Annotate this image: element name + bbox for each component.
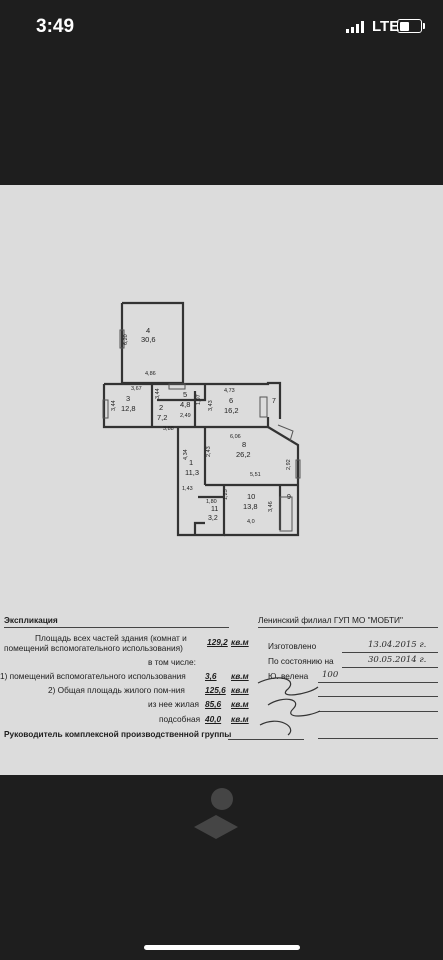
dim-label: 2,92 [286, 459, 292, 470]
utility-value: 40,0 [205, 714, 222, 724]
living-value: 85,6 [205, 699, 222, 709]
dim-label: 4,73 [224, 388, 235, 394]
dim-label: 4,86 [145, 371, 156, 377]
org-name: Ленинский филиал ГУП МО "МОБТИ" [258, 615, 403, 625]
room-3-area: 12,8 [121, 404, 136, 413]
living-total-unit: кв.м [231, 685, 249, 695]
dim-label: 3,43 [208, 400, 214, 411]
made-date: 13.04.2015 г. [368, 640, 427, 650]
made-label: Изготовлено [268, 641, 317, 651]
status-time: 3:49 [36, 16, 75, 37]
aux-unit: кв.м [231, 671, 249, 681]
room-11-area: 3,2 [208, 515, 218, 522]
room-2-number: 2 [159, 403, 163, 412]
network-type: LTE [372, 18, 400, 35]
cian-watermark [188, 785, 418, 885]
cian-logo-icon [194, 788, 238, 839]
dim-label: 3,46 [268, 501, 274, 512]
room-9-number: 9 [287, 494, 291, 501]
floor-plan-document[interactable]: 4 30,6 3 12,8 5 4,8 6 16,2 2 7,2 8 26,2 … [0, 185, 443, 775]
executor-label: Ю. велена [268, 671, 309, 681]
dim-label: 4,0 [247, 519, 255, 525]
room-5-area: 4,8 [180, 400, 190, 409]
dim-label: 3,44 [155, 388, 161, 399]
executor-value: 100 [322, 670, 339, 680]
room-6-area: 16,2 [224, 406, 239, 415]
dim-label: 1,43 [182, 486, 193, 492]
dim-label: 2,49 [180, 413, 191, 419]
dim-label: 6,06 [230, 434, 241, 440]
room-10-number: 10 [247, 492, 255, 501]
state-label: По состоянию на [268, 656, 334, 666]
room-8-area: 26,2 [236, 450, 251, 459]
dim-label: 2,43 [206, 446, 212, 457]
room-5-number: 5 [183, 390, 187, 399]
dim-label: 3,67 [131, 386, 142, 392]
room-6-number: 6 [229, 396, 233, 405]
total-label-1: Площадь всех частей здания (комнат и [35, 633, 187, 643]
dim-label: 5,51 [250, 472, 261, 478]
room-10-area: 13,8 [243, 502, 258, 511]
floor-plan: 4 30,6 3 12,8 5 4,8 6 16,2 2 7,2 8 26,2 … [102, 301, 301, 537]
utility-unit: кв.м [231, 714, 249, 724]
dim-label: 1,25 [223, 489, 229, 500]
living-total-value: 125,6 [205, 685, 226, 695]
status-bar: 3:49 LTE [0, 0, 443, 56]
dim-label: 3,88 [163, 426, 174, 432]
battery-icon [397, 19, 425, 33]
room-7-number: 7 [272, 398, 276, 405]
living-unit: кв.м [231, 699, 249, 709]
room-4-number: 4 [146, 326, 150, 335]
battery-level [399, 21, 410, 31]
room-1-number: 1 [189, 458, 193, 467]
room-4-area: 30,6 [141, 335, 156, 344]
utility-label: подсобная [159, 714, 201, 724]
dim-label: 6,20 [123, 334, 129, 345]
incl-label: в том числе: [148, 657, 196, 667]
aux-value: 3,6 [205, 671, 217, 681]
living-total-label: 2) Общая площадь жилого пом-ния [48, 685, 185, 695]
dim-label: 1,80 [206, 499, 217, 505]
room-11-number: 11 [211, 506, 218, 513]
room-1-area: 11,3 [185, 468, 199, 477]
explication-title: Экспликация [4, 615, 58, 625]
total-label-2: помещений вспомогательного использования… [4, 643, 183, 653]
head-label: Руководитель комплексной производственно… [4, 729, 232, 739]
dim-label: 4,34 [183, 449, 189, 460]
state-date: 30.05.2014 г. [368, 655, 427, 665]
living-label: из нее жилая [148, 699, 199, 709]
home-indicator[interactable] [144, 945, 300, 950]
room-2-area: 7,2 [157, 413, 167, 422]
signal-icon [346, 21, 364, 33]
room-8-number: 8 [242, 440, 246, 449]
total-value: 129,2 [207, 637, 228, 647]
dim-label: 3,44 [111, 400, 117, 411]
signature-scribble [257, 677, 321, 736]
aux-label: 1) помещений вспомогательного использова… [0, 671, 186, 681]
room-3-number: 3 [126, 394, 130, 403]
total-unit: кв.м [231, 637, 249, 647]
dim-label: 1,97 [196, 394, 202, 405]
